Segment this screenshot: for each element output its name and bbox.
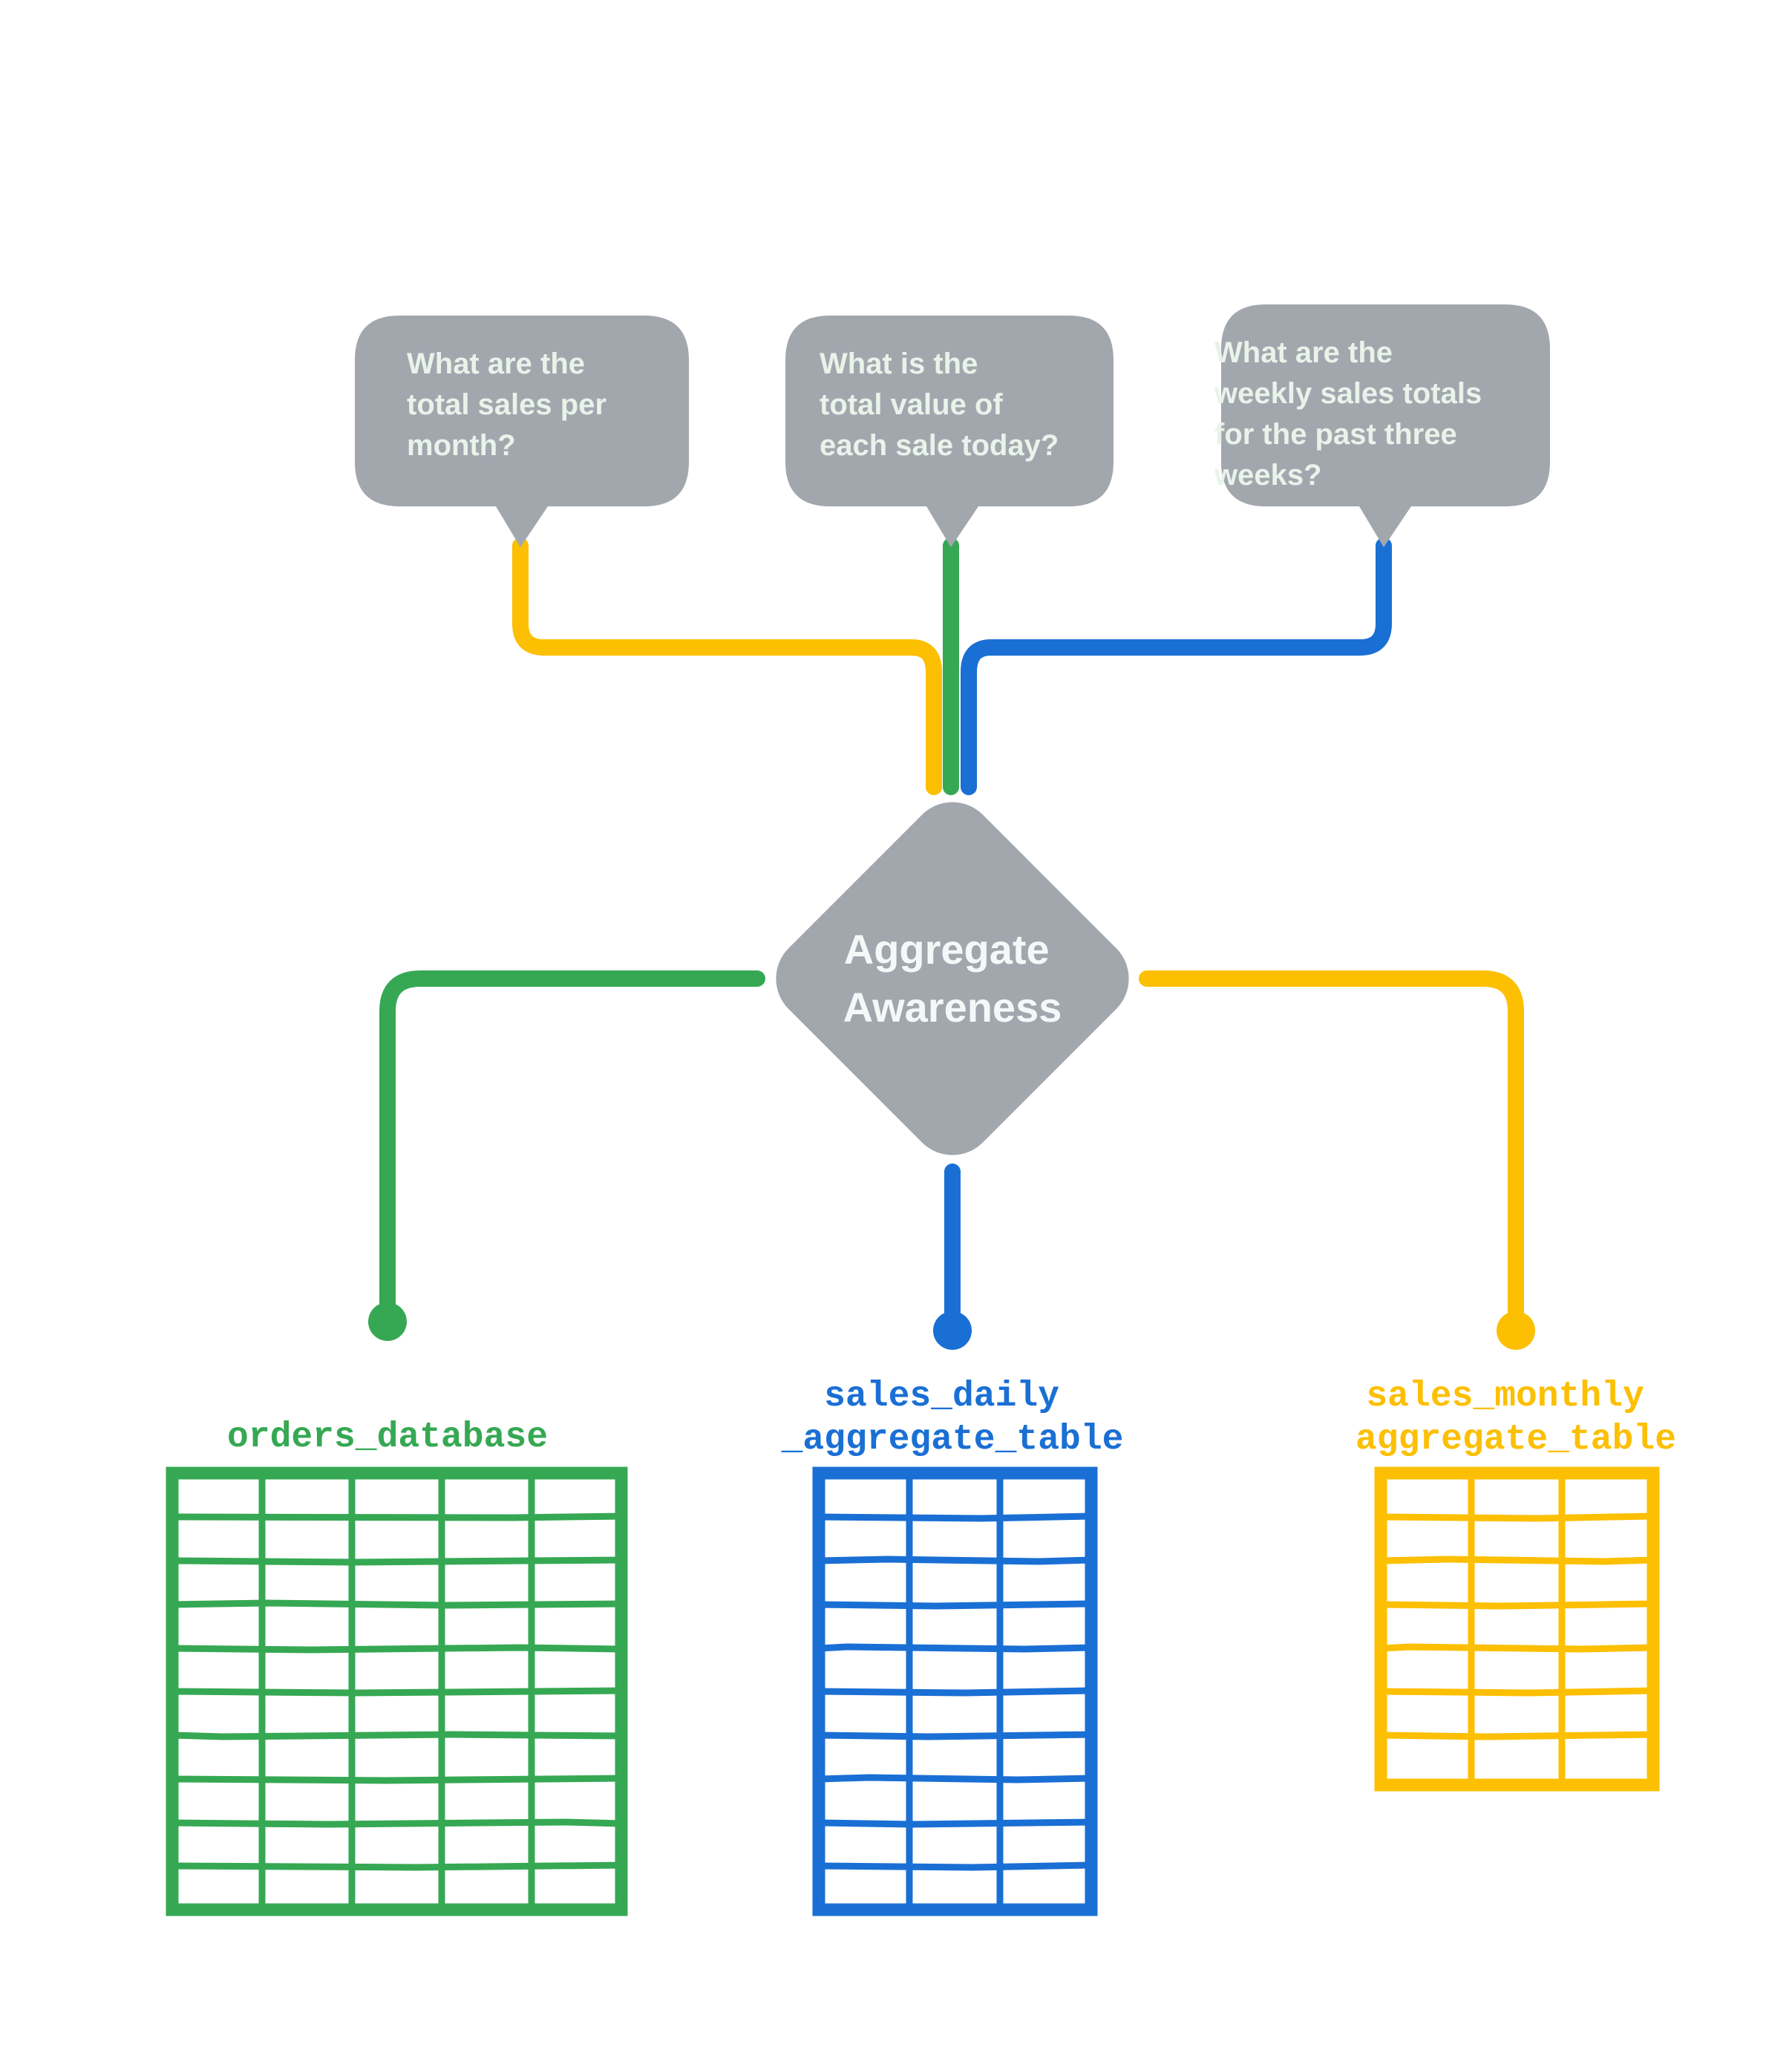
bubble-shape-weekly [1221, 304, 1550, 547]
connector-yellow-question-to-hub [512, 538, 942, 795]
table-label-sales-daily-aggregate: sales_daily _aggregate_table [781, 1377, 1124, 1460]
table-node-orders-database[interactable]: orders_database [166, 1417, 628, 1916]
bubble-shape-monthly [355, 316, 689, 547]
connector-layer [379, 538, 1524, 1337]
question-bubble-monthly-sales[interactable]: What are the total sales per month? [355, 316, 689, 547]
table-label-sales-monthly-aggregate: sales_monthly aggregate_table [1356, 1377, 1676, 1460]
connector-endpoint-layer [368, 1302, 1535, 1350]
table-grid-sales-monthly-aggregate [1374, 1466, 1660, 1792]
question-bubble-weekly-sales[interactable]: What are the weekly sales totals for the… [1214, 304, 1550, 547]
table-node-sales-monthly-aggregate[interactable]: sales_monthly aggregate_table [1356, 1377, 1676, 1792]
question-text-daily: What is the total value of each sale tod… [820, 347, 1059, 462]
endpoint-dot-orders-database [368, 1302, 407, 1341]
table-grid-orders-database [166, 1466, 628, 1916]
table-label-orders-database: orders_database [227, 1417, 548, 1458]
table-grid-sales-daily-aggregate [812, 1466, 1098, 1916]
connector-hub-to-sales-monthly [1139, 970, 1524, 1337]
question-text-monthly: What are the total sales per month? [407, 347, 615, 462]
endpoint-dot-sales-monthly [1497, 1311, 1535, 1350]
table-node-sales-daily-aggregate[interactable]: sales_daily _aggregate_table [781, 1377, 1124, 1916]
diamond-label-text: Aggregate Awareness [843, 926, 1062, 1031]
connector-blue-question-to-hub [961, 538, 1392, 795]
aggregate-awareness-node[interactable]: Aggregate Awareness [758, 784, 1146, 1172]
question-bubble-daily-sale-value[interactable]: What is the total value of each sale tod… [785, 316, 1114, 547]
diamond-shape [776, 802, 1129, 1155]
endpoint-dot-sales-daily [933, 1311, 972, 1350]
bubble-shape-daily [785, 316, 1114, 547]
connector-hub-to-orders-database [379, 970, 765, 1328]
question-text-weekly: What are the weekly sales totals for the… [1214, 336, 1490, 492]
